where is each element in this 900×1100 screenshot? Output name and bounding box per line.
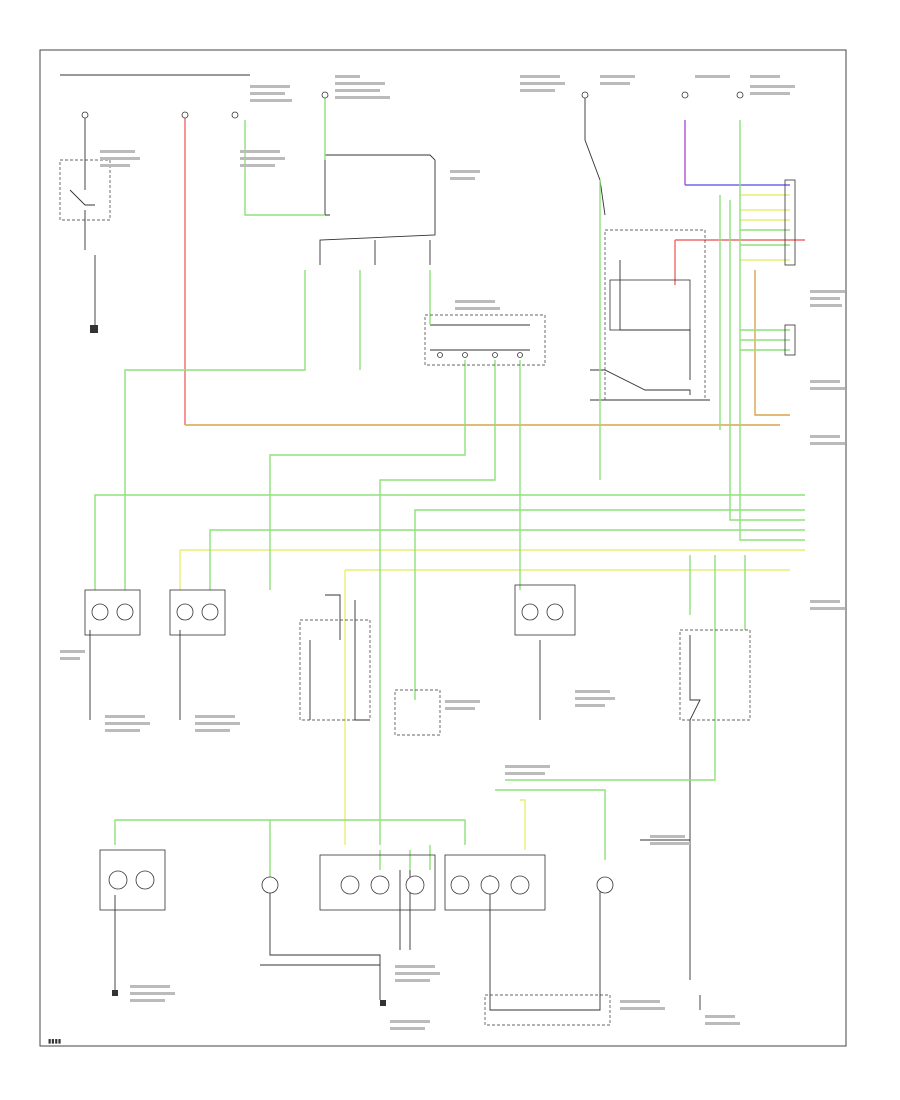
connector-block-right bbox=[604, 179, 796, 401]
ground-and-black-wires bbox=[60, 74, 710, 1011]
fuse-block-center bbox=[424, 314, 546, 366]
orange-wire bbox=[185, 270, 790, 426]
lamp-rear-side-right bbox=[596, 876, 614, 894]
green-wires bbox=[94, 95, 805, 880]
lamp-rear-left bbox=[99, 849, 166, 911]
switch-middle bbox=[299, 619, 371, 721]
yellow-wires bbox=[179, 194, 805, 850]
ground-connector-bottom bbox=[112, 990, 611, 1026]
lamp-license bbox=[514, 584, 576, 636]
lamp-rear-side-left bbox=[261, 876, 279, 894]
diagram-frame bbox=[39, 49, 847, 1047]
footer-code: ▮▮▮▮ bbox=[48, 1038, 61, 1045]
combination-lamp-left bbox=[319, 854, 436, 911]
label-marks bbox=[60, 75, 845, 1030]
door-switch-left bbox=[59, 111, 111, 333]
lamp-front-left bbox=[84, 589, 141, 636]
lamp-front-right bbox=[169, 589, 226, 636]
brake-switch-right bbox=[679, 629, 751, 721]
top-connectors bbox=[181, 91, 744, 119]
junction-connector-center bbox=[394, 689, 441, 736]
combination-lamp-right bbox=[444, 854, 546, 911]
blue-purple-wire bbox=[684, 120, 790, 186]
